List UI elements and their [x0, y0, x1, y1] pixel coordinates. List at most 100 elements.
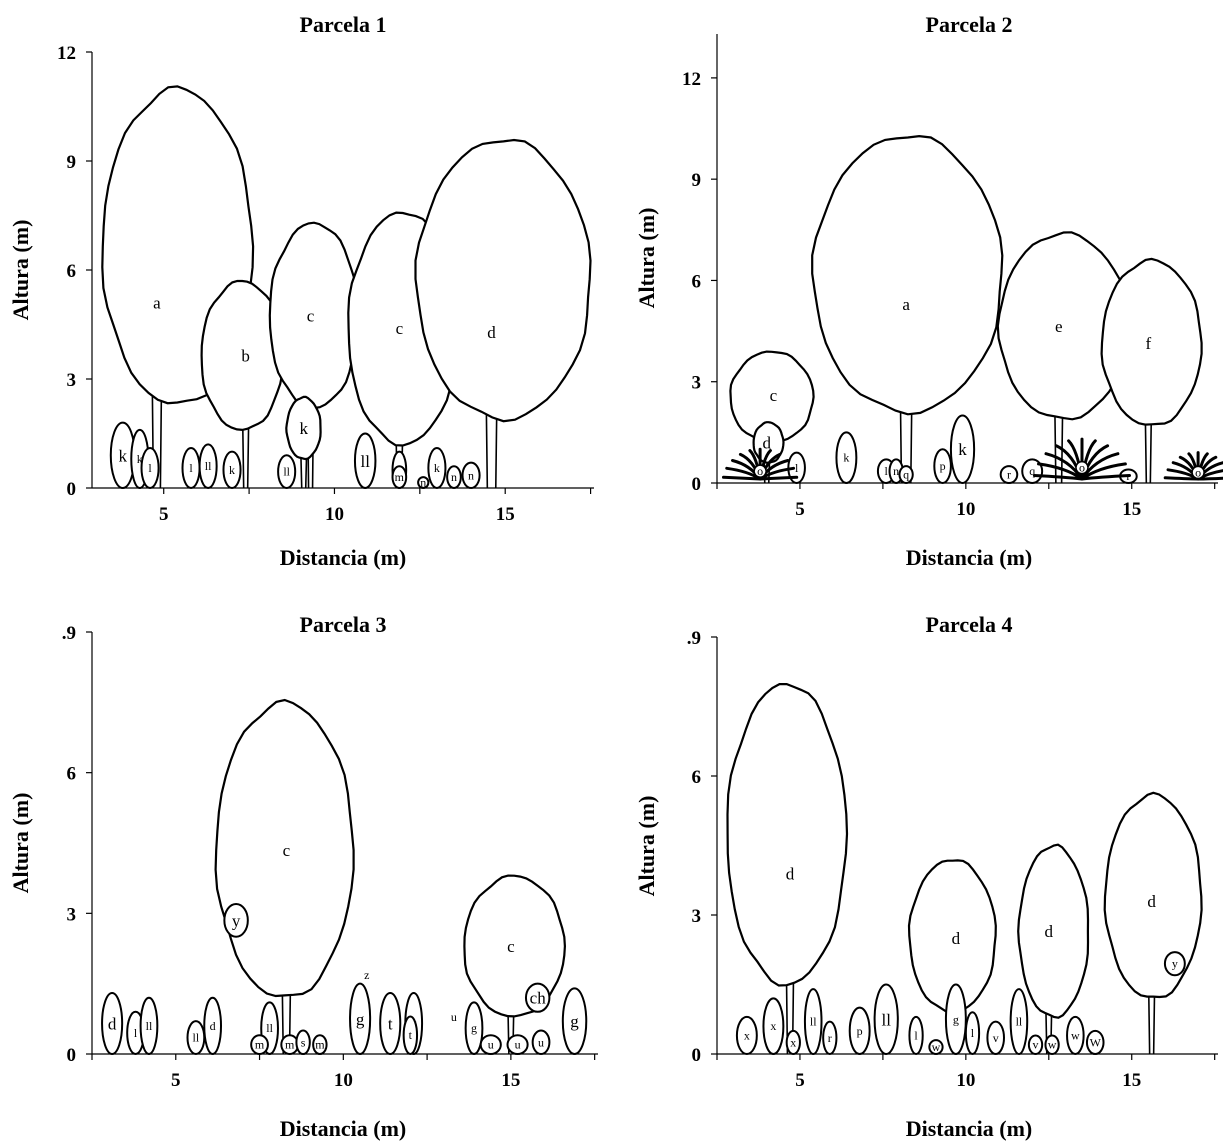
- shrub-outline: [295, 1029, 311, 1056]
- tree-crown: [726, 683, 849, 987]
- shrub-label: k: [118, 446, 127, 465]
- tree-crown: [907, 859, 997, 1015]
- shrub-l: l: [181, 447, 201, 489]
- shrub-label: m: [395, 470, 405, 484]
- shrub-label: w: [932, 1040, 941, 1054]
- y-tick-label: 3: [692, 373, 702, 394]
- shrub-label: l: [795, 461, 799, 475]
- shrub-r: r: [822, 1020, 838, 1055]
- shrub-g: g: [944, 983, 967, 1055]
- x-tick-label: 10: [956, 499, 975, 520]
- shrub-outline: [464, 1001, 484, 1055]
- tree-c: c: [729, 350, 815, 445]
- tree-label: k: [299, 419, 308, 438]
- chart-title: Parcela 3: [300, 612, 387, 637]
- tree-label: d: [487, 323, 496, 342]
- x-tick-label: 15: [1122, 1070, 1141, 1091]
- shrub-m: m: [250, 1034, 269, 1055]
- shrub-outline: [762, 997, 785, 1055]
- shrub-label: ll: [360, 452, 370, 471]
- y-axis-label: Altura (m): [8, 220, 33, 321]
- shrub-label: l: [134, 1026, 138, 1040]
- shrub-u: u: [531, 1029, 551, 1056]
- shrub-outline: [479, 1034, 502, 1055]
- x-tick-label: 15: [496, 504, 515, 525]
- shrub-ll: ll: [198, 443, 218, 490]
- shrub-outline: [1066, 1015, 1085, 1056]
- x-tick-label: 5: [795, 1070, 805, 1091]
- y-tick-label: 12: [682, 69, 701, 90]
- y-tick-label: 0: [692, 1045, 702, 1066]
- shrub-outline: [461, 461, 481, 489]
- shrub-k: k: [222, 450, 242, 490]
- tree-crown: [1100, 257, 1203, 426]
- shrub-outline: [986, 1020, 1005, 1055]
- tree-a: a: [811, 134, 1004, 484]
- shrub-n: n: [417, 476, 430, 490]
- shrub-q: q: [898, 465, 914, 484]
- shrub-ll: ll: [353, 432, 377, 489]
- y-tick-label: 3: [67, 904, 77, 925]
- x-tick-label: 15: [501, 1070, 520, 1091]
- shrub-label: u: [515, 1038, 521, 1052]
- shrub-outline: [964, 1011, 981, 1056]
- y-tick-label: 6: [692, 271, 702, 292]
- tree-d: d: [726, 683, 849, 1055]
- shrub-label: n: [893, 464, 899, 478]
- shrub-p: p: [933, 448, 952, 484]
- shrub-label: y: [232, 911, 241, 930]
- shrub-n: n: [446, 465, 462, 490]
- shrub-label: v: [1033, 1038, 1039, 1052]
- shrub-label: l: [971, 1026, 975, 1040]
- shrub-ll: ll: [139, 996, 159, 1056]
- shrub-label: ll: [1016, 1015, 1023, 1029]
- y-tick-label: .9: [687, 628, 701, 649]
- shrub-outline: [506, 1034, 529, 1055]
- y-tick-label: 3: [67, 370, 77, 391]
- shrub-label: t: [409, 1028, 413, 1042]
- y-axis-label: Altura (m): [634, 796, 659, 897]
- shrub-k: k: [835, 431, 858, 484]
- shrub-label: v: [993, 1031, 999, 1045]
- tree-d: d: [1017, 843, 1090, 1055]
- shrub-label: g: [471, 1021, 477, 1035]
- tree-crown: [996, 231, 1129, 421]
- shrub-label: g: [570, 1012, 579, 1031]
- shrub-outline: [250, 1034, 269, 1055]
- shrub-label: n: [468, 468, 474, 482]
- tree-d: d: [907, 859, 997, 1055]
- tree-label: a: [902, 295, 910, 314]
- shrub-x: x: [762, 997, 785, 1055]
- shrub-label: n: [420, 476, 426, 490]
- shrub-label: d: [108, 1015, 117, 1034]
- shrub-label: k: [843, 451, 849, 465]
- shrub-u: u: [479, 1034, 502, 1055]
- palm-o: o: [722, 447, 799, 481]
- shrub-outline: [928, 1039, 944, 1056]
- shrub-g: g: [464, 1001, 484, 1055]
- shrub-d: d: [101, 992, 124, 1055]
- shrub-x: x: [785, 1029, 801, 1055]
- y-axis-label: Altura (m): [8, 793, 33, 894]
- tree-label: d: [786, 864, 795, 883]
- shrub-label: ll: [266, 1021, 273, 1035]
- tree-label: e: [1055, 317, 1063, 336]
- tree-label: d: [952, 929, 961, 948]
- tree-crown: [200, 279, 285, 432]
- shrub-l: l: [908, 1015, 924, 1056]
- tree-label: d: [763, 433, 772, 452]
- x-tick-label: 10: [956, 1070, 975, 1091]
- tree-crown: [414, 138, 592, 423]
- x-tick-label: 10: [325, 504, 344, 525]
- shrub-m: m: [391, 465, 408, 490]
- y-tick-label: 6: [67, 764, 77, 785]
- shrub-label: l: [189, 461, 193, 475]
- shrub-label: x: [790, 1035, 796, 1049]
- shrub-k: k: [949, 414, 976, 484]
- shrub-label: s: [301, 1035, 306, 1049]
- shrub-label: u: [488, 1038, 494, 1052]
- shrub-outline: [1163, 951, 1186, 977]
- shrub-ll: ll: [1009, 988, 1029, 1055]
